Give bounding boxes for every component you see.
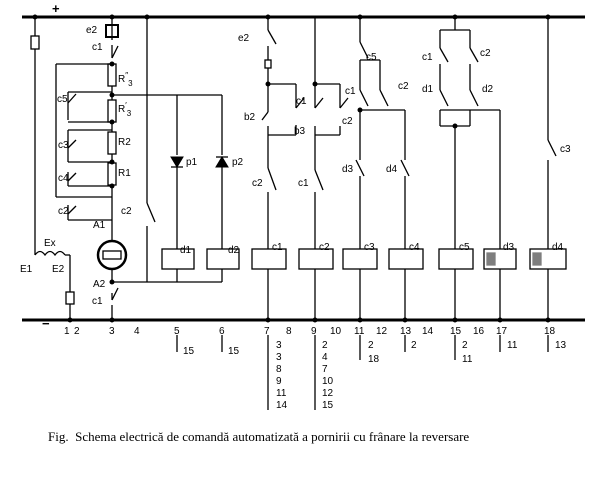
cross-ref: 11 (462, 354, 473, 365)
label-r2: R2 (118, 137, 131, 148)
cross-ref: 11 (276, 388, 287, 399)
cross-ref: 15 (183, 346, 195, 357)
coil-label-c2: c2 (319, 242, 330, 253)
cross-ref: 14 (276, 400, 288, 411)
label-r3-single: R′3 (118, 101, 132, 118)
line-number: 18 (544, 326, 556, 337)
line-number: 7 (264, 326, 270, 337)
contactor-coil-c4 (388, 248, 424, 270)
line-number: 13 (400, 326, 412, 337)
cross-ref: 8 (276, 364, 282, 375)
cross-ref: 2 (322, 340, 328, 351)
line-number: 9 (311, 326, 317, 337)
cross-ref: 3 (276, 352, 282, 363)
label-a1: A1 (93, 220, 106, 231)
line-number: 8 (286, 326, 292, 337)
cross-ref: 2 (411, 340, 417, 351)
label-p2: p2 (232, 157, 244, 168)
plus-sign: + (52, 1, 60, 16)
label-r3-double: R″3 (118, 71, 133, 88)
label-c1-b: c1 (92, 296, 103, 307)
label-r1: R1 (118, 168, 131, 179)
label-e2-source: E2 (52, 264, 65, 275)
line-number: 17 (496, 326, 508, 337)
cross-ref: 12 (322, 388, 334, 399)
label-c3: c3 (58, 140, 69, 151)
relay-coil-d1 (161, 248, 195, 270)
label-c1-c: c1 (296, 96, 307, 107)
cross-ref: 2 (368, 340, 374, 351)
line-number: 5 (174, 326, 180, 337)
cross-ref: 18 (368, 354, 380, 365)
label-m-d1: d1 (422, 84, 434, 95)
line-number: 10 (330, 326, 342, 337)
label-p1: p1 (186, 157, 198, 168)
label-c2: c2 (58, 206, 69, 217)
line-number: 6 (219, 326, 225, 337)
cross-ref: 15 (228, 346, 240, 357)
cross-ref: 3 (276, 340, 282, 351)
label-e2: e2 (86, 25, 98, 36)
cross-ref: 15 (322, 400, 334, 411)
motor-armature-symbol (96, 239, 128, 271)
contactor-coil-c5 (438, 248, 474, 270)
label-c1-d: c1 (298, 178, 309, 189)
contactor-coil-c1 (251, 248, 287, 270)
label-k-c1: c1 (345, 86, 356, 97)
label-k-d3: d3 (342, 164, 354, 175)
coil-label-d4: d4 (552, 242, 564, 253)
line-number: 2 (74, 326, 80, 337)
label-b2: b2 (244, 112, 256, 123)
figure-caption: Fig. Schema electrică de comandă automat… (48, 428, 568, 445)
cross-ref: 10 (322, 376, 334, 387)
label-e2-button: e2 (238, 33, 250, 44)
cross-ref: 9 (276, 376, 282, 387)
line-number: 11 (354, 326, 365, 337)
line-number: 3 (109, 326, 115, 337)
control-circuit-diagram: + − e2 c1 R″3 R′3 c5 c3 c4 R2 R1 c2 A1 A… (20, 1, 585, 411)
label-c2-c: c2 (342, 116, 353, 127)
cross-ref: 2 (462, 340, 468, 351)
line-number: 12 (376, 326, 388, 337)
line-number: 16 (473, 326, 485, 337)
label-k-c5: c5 (366, 52, 377, 63)
label-c2-d: c2 (252, 178, 263, 189)
label-ex: Ex (44, 238, 56, 249)
line-number: 15 (450, 326, 462, 337)
cross-ref: 13 (555, 340, 567, 351)
label-m-c1: c1 (422, 52, 433, 63)
label-c2-b: c2 (121, 206, 132, 217)
label-k-c2: c2 (398, 81, 409, 92)
caption-text: Schema electrică de comandă automatizată… (75, 429, 470, 444)
label-m-c2: c2 (480, 48, 491, 59)
cross-ref: 11 (507, 340, 518, 351)
coil-label-c1: c1 (272, 242, 283, 253)
label-c5: c5 (57, 94, 68, 105)
label-k-d4: d4 (386, 164, 398, 175)
label-c4: c4 (58, 173, 69, 184)
coil-label-c4: c4 (409, 242, 420, 253)
label-a2: A2 (93, 279, 106, 290)
contactor-coil-c2 (298, 248, 334, 270)
label-m-d2: d2 (482, 84, 494, 95)
coil-label-c3: c3 (364, 242, 375, 253)
coil-label-c5: c5 (459, 242, 470, 253)
minus-sign: − (42, 316, 50, 331)
line-number: 1 (64, 326, 70, 337)
line-number: 14 (422, 326, 434, 337)
label-e1: E1 (20, 264, 33, 275)
label-m-c3: c3 (560, 144, 571, 155)
cross-ref: 7 (322, 364, 328, 375)
caption-prefix: Fig. (48, 429, 69, 444)
fuse-symbol (30, 35, 40, 50)
coil-label-d3: d3 (503, 242, 515, 253)
relay-coil-d2 (206, 248, 240, 270)
label-c1: c1 (92, 42, 103, 53)
label-d2: d2 (228, 245, 240, 256)
cross-ref: 4 (322, 352, 328, 363)
label-b3: b3 (294, 126, 306, 137)
line-number: 4 (134, 326, 140, 337)
label-d1: d1 (180, 245, 192, 256)
